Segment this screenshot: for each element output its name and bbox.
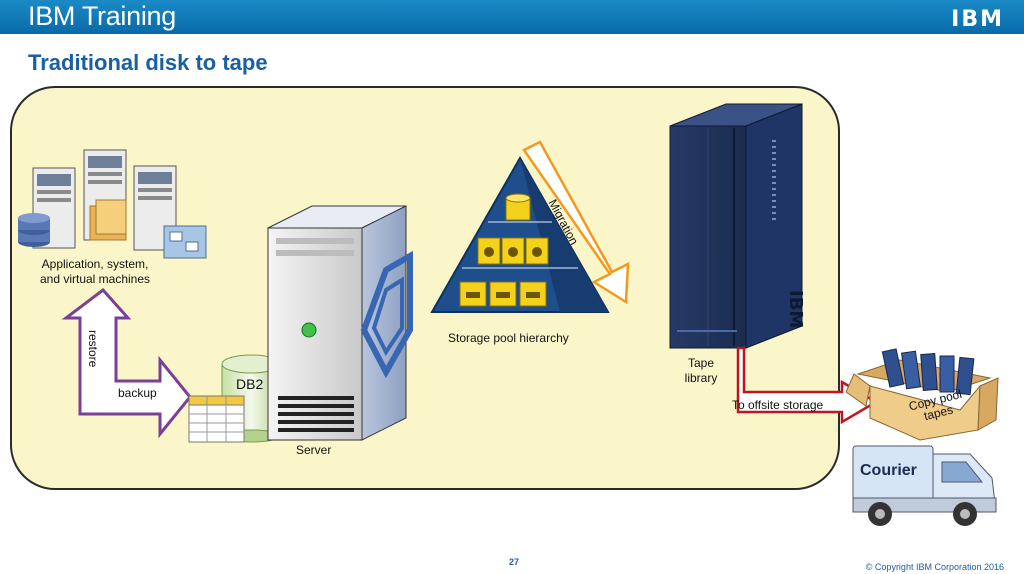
brand-title: IBM Training xyxy=(28,1,176,31)
slide-title: Traditional disk to tape xyxy=(28,50,268,75)
copyright-text: © Copyright IBM Corporation 2016 xyxy=(865,562,1004,572)
copy-pool-box-icon xyxy=(845,348,999,441)
courier-truck-icon xyxy=(852,445,997,526)
migration-arrow xyxy=(522,140,630,305)
storage-pool-label: Storage pool hierarchy xyxy=(448,331,569,345)
backup-label: backup xyxy=(118,386,157,400)
storage-pool-pyramid-icon xyxy=(430,155,610,313)
offsite-storage-label: To offsite storage xyxy=(732,398,824,412)
restore-label: restore xyxy=(86,330,100,368)
ibm-logo: IBM xyxy=(951,7,1004,32)
svg-text:IBM: IBM xyxy=(785,290,806,328)
courier-label: Courier xyxy=(860,462,917,479)
app-servers-icon xyxy=(18,149,207,259)
page-number: 27 xyxy=(509,557,520,567)
table-icon xyxy=(188,395,245,443)
server-label: Server xyxy=(296,443,332,457)
app-machines-label: Application, system, and virtual machine… xyxy=(39,257,151,286)
restore-backup-arrow xyxy=(61,287,192,439)
tape-library-icon: IBM xyxy=(669,103,806,349)
db2-label: DB2 xyxy=(236,376,264,392)
header-bar: IBM Training IBM xyxy=(0,0,1024,34)
server-tower-icon xyxy=(267,205,413,441)
tape-library-label: Tape library xyxy=(684,356,718,385)
